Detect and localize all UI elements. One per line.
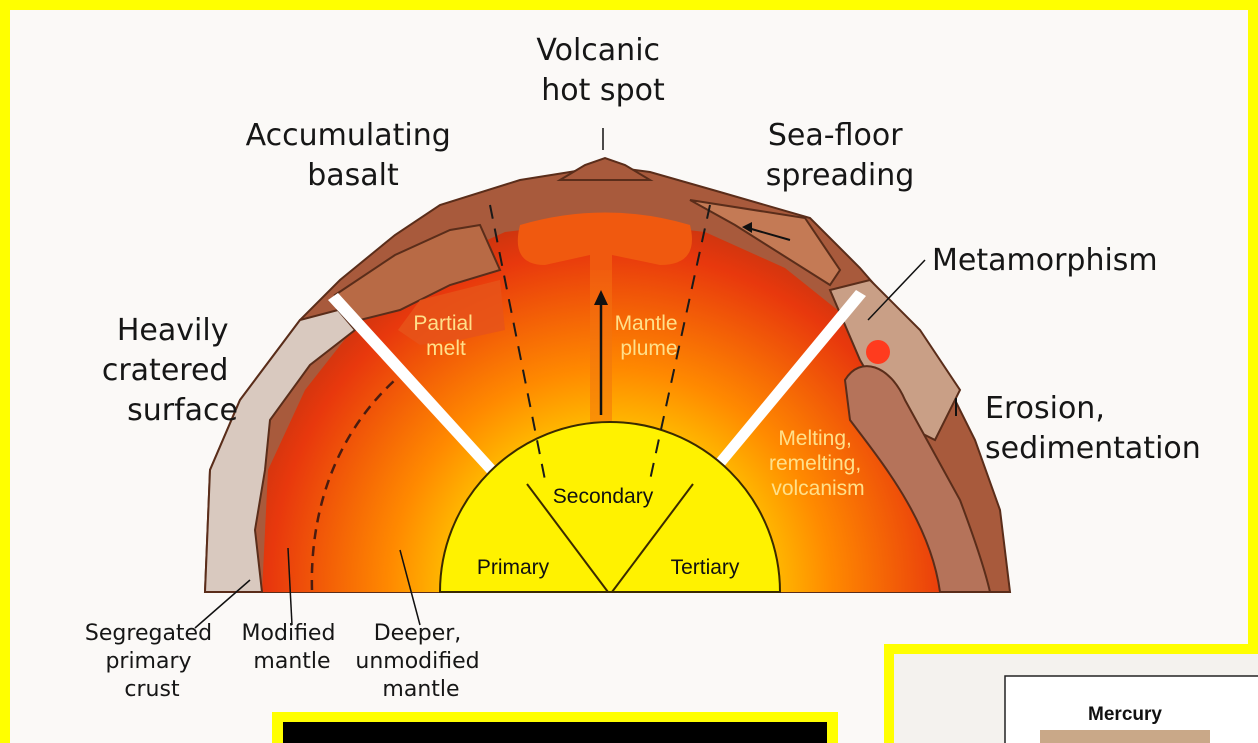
mercury-swatch [1040,730,1210,743]
label-volcanic-hot-spot: Volcanic hot spot [536,33,669,108]
plume-head [518,213,692,271]
label-erosion-sedimentation: Erosion, sedimentation [985,391,1201,466]
mercury-title: Mercury [1088,704,1162,725]
label-deeper-unmodified-mantle: Deeper, unmodified mantle [355,621,486,702]
magma-blob [866,340,890,364]
label-sea-floor-spreading: Sea-floor spreading [766,118,915,193]
bottom-inset [283,722,827,743]
label-metamorphism: Metamorphism [932,243,1158,278]
label-modified-mantle: Modified mantle [242,621,343,674]
label-melting-remelting-volcanism: Melting, remelting, volcanism [769,427,867,500]
label-secondary: Secondary [553,485,654,508]
label-heavily-cratered-surface: Heavily cratered surface [102,313,238,428]
label-segregated-primary-crust: Segregated primary crust [85,621,219,702]
volcano-cone [560,158,650,180]
label-tertiary: Tertiary [671,556,740,579]
label-primary: Primary [477,556,550,579]
label-accumulating-basalt: Accumulating basalt [246,118,461,193]
